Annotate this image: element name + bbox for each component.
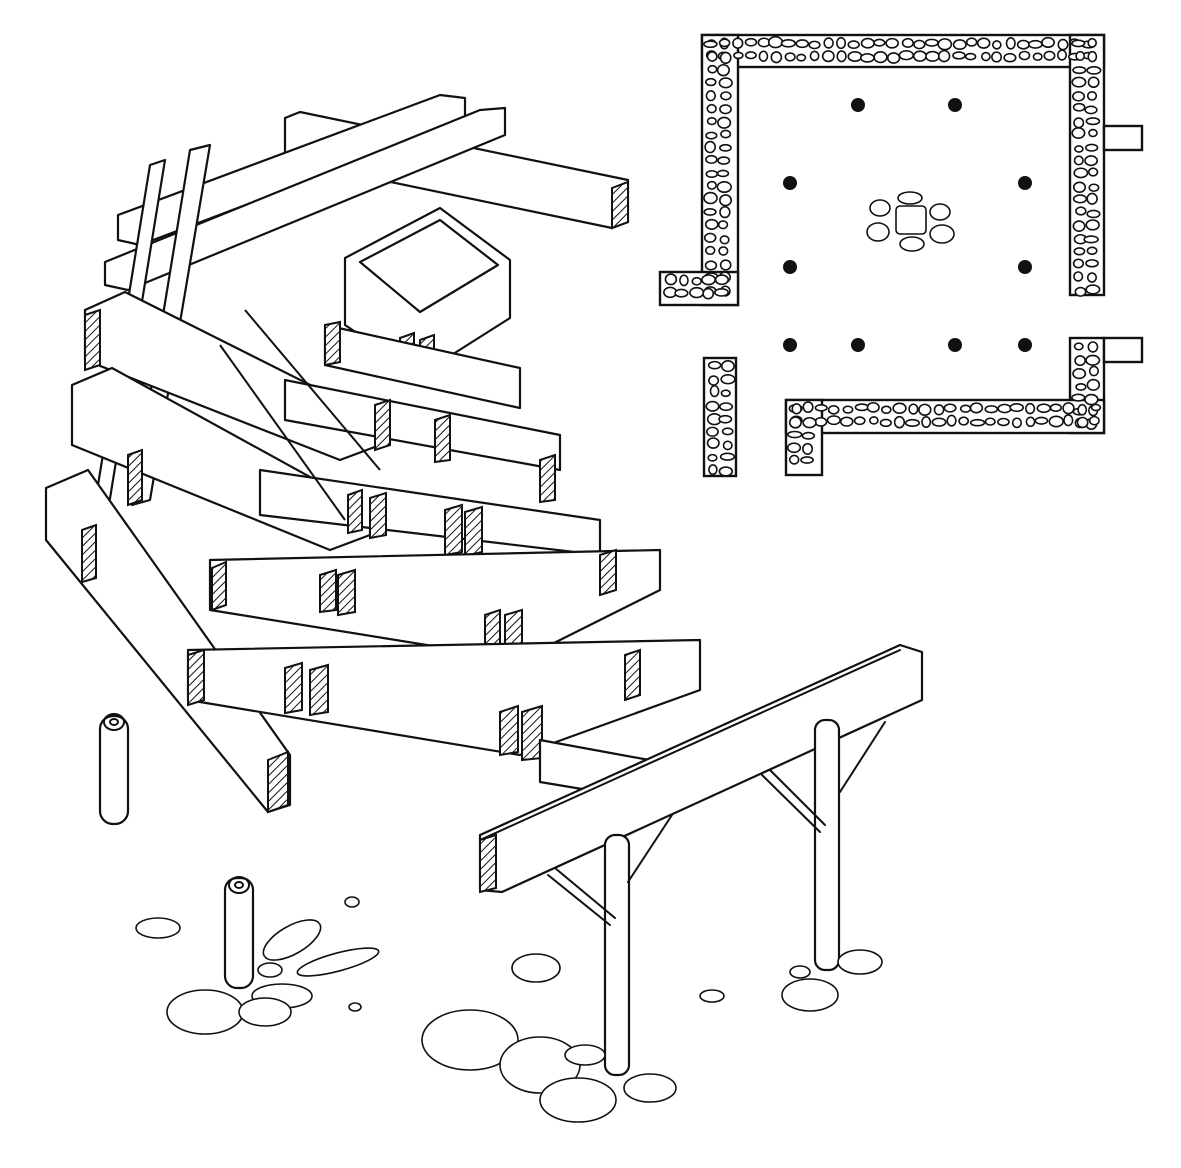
post-hole [851, 98, 865, 112]
support-trestle [478, 643, 924, 1077]
post-stumps [98, 713, 255, 990]
post-hole [851, 338, 865, 352]
post-hole [1018, 176, 1032, 190]
post-stump-2 [223, 876, 255, 990]
ground-stones [135, 896, 883, 1123]
top-beams [103, 93, 630, 292]
post-hole [948, 338, 962, 352]
post-hole [783, 176, 797, 190]
floor-plan [658, 33, 1144, 478]
left-wall-logs [44, 290, 382, 814]
central-hearth [866, 191, 955, 252]
post-hole [948, 98, 962, 112]
post-hole [783, 260, 797, 274]
post-hole [783, 338, 797, 352]
post-holes [783, 98, 1032, 352]
post-hole [1018, 260, 1032, 274]
wall-stones [663, 35, 1102, 477]
post-stump-1 [98, 714, 130, 826]
log-frame-structure [44, 93, 924, 1123]
post-hole [1018, 338, 1032, 352]
